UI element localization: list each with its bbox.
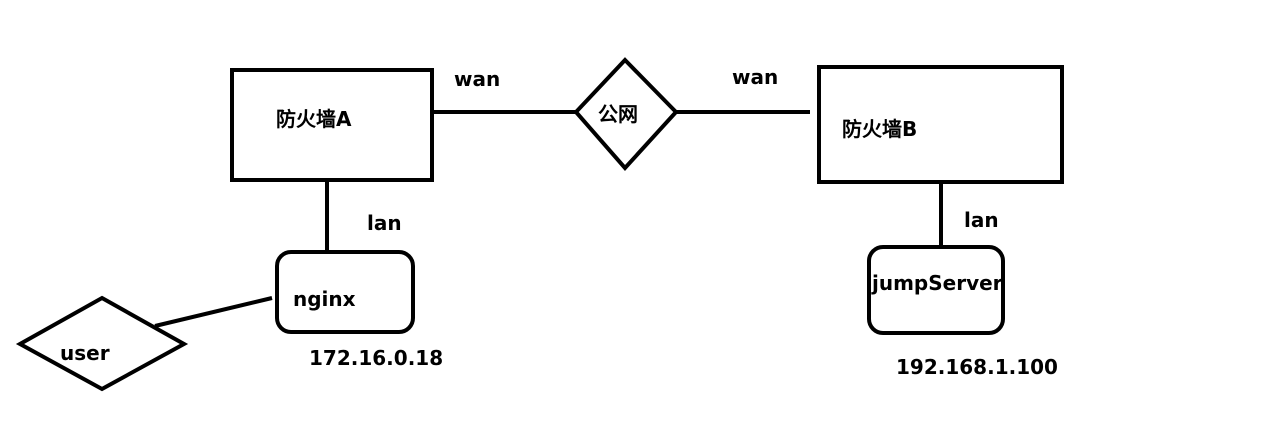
firewall-b-box (817, 65, 1064, 184)
jumpserver-box (867, 245, 1005, 335)
nginx-ip: 172.16.0.18 (309, 346, 443, 370)
public-net-label: 公网 (598, 102, 638, 126)
user-label: user (60, 341, 110, 365)
jumpserver-ip: 192.168.1.100 (896, 355, 1058, 379)
firewall-a-label: 防火墙A (276, 107, 352, 131)
user-diamond (15, 295, 189, 392)
firewall-a-box (230, 68, 434, 182)
wan-label-left: wan (454, 67, 500, 91)
lan-label-right: lan (964, 208, 999, 232)
public-net-diamond (573, 57, 679, 172)
jumpserver-label: jumpServer (871, 271, 1003, 295)
lan-label-left: lan (367, 211, 402, 235)
nginx-box (275, 250, 415, 334)
nginx-label: nginx (293, 287, 356, 311)
wan-label-right: wan (732, 65, 778, 89)
firewall-b-label: 防火墙B (842, 117, 917, 141)
user-link (154, 296, 273, 328)
